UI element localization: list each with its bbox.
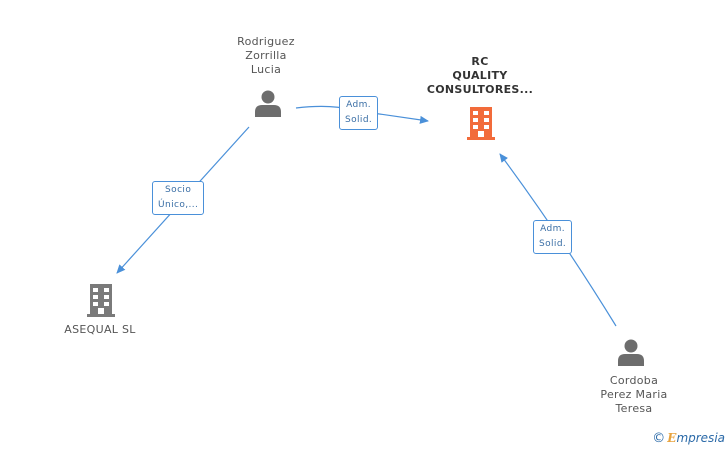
brand-logo-text: mpresia <box>676 431 725 445</box>
node-label-line: Zorrilla <box>245 49 287 62</box>
building-icon[interactable] <box>87 284 115 317</box>
node-label-asequal[interactable]: ASEQUAL SL <box>50 323 150 337</box>
person-icon[interactable] <box>618 339 644 367</box>
edge-label-line: Solid. <box>345 115 373 125</box>
copyright-symbol: © <box>652 431 666 446</box>
node-label-line: Cordoba <box>609 374 659 387</box>
node-label-line: Lucia <box>250 63 282 76</box>
building-icon[interactable] <box>467 107 495 140</box>
node-label-line: Rodriguez <box>237 35 295 48</box>
edge-label-line: Único,... <box>158 200 199 210</box>
edge-label-rodriguez-asequal[interactable]: Socio Único,... <box>152 181 205 215</box>
node-label-line: CONSULTORES... <box>426 83 534 96</box>
edge-label-line: Adm. <box>540 224 566 234</box>
edge-label-rodriguez-rc[interactable]: Adm. Solid. <box>339 96 379 130</box>
node-label-rc-quality[interactable]: RC QUALITY CONSULTORES... <box>420 55 540 97</box>
edge-label-line: Socio <box>165 185 192 195</box>
node-label-line: Teresa <box>615 402 653 415</box>
node-label-line: ASEQUAL SL <box>64 323 136 336</box>
node-label-line: Perez Maria <box>600 388 668 401</box>
node-label-rodriguez[interactable]: Rodriguez Zorrilla Lucia <box>226 35 306 77</box>
edge-label-line: Solid. <box>539 239 567 249</box>
person-icon[interactable] <box>255 90 281 118</box>
edge-label-line: Adm. <box>346 100 372 110</box>
node-label-cordoba[interactable]: Cordoba Perez Maria Teresa <box>586 374 682 416</box>
brand-footer: ©Empresia <box>652 431 725 446</box>
node-label-line: RC <box>471 55 489 68</box>
brand-logo-initial: E <box>667 431 677 445</box>
node-label-line: QUALITY <box>452 69 508 82</box>
edge-label-cordoba-rc[interactable]: Adm. Solid. <box>533 220 573 254</box>
